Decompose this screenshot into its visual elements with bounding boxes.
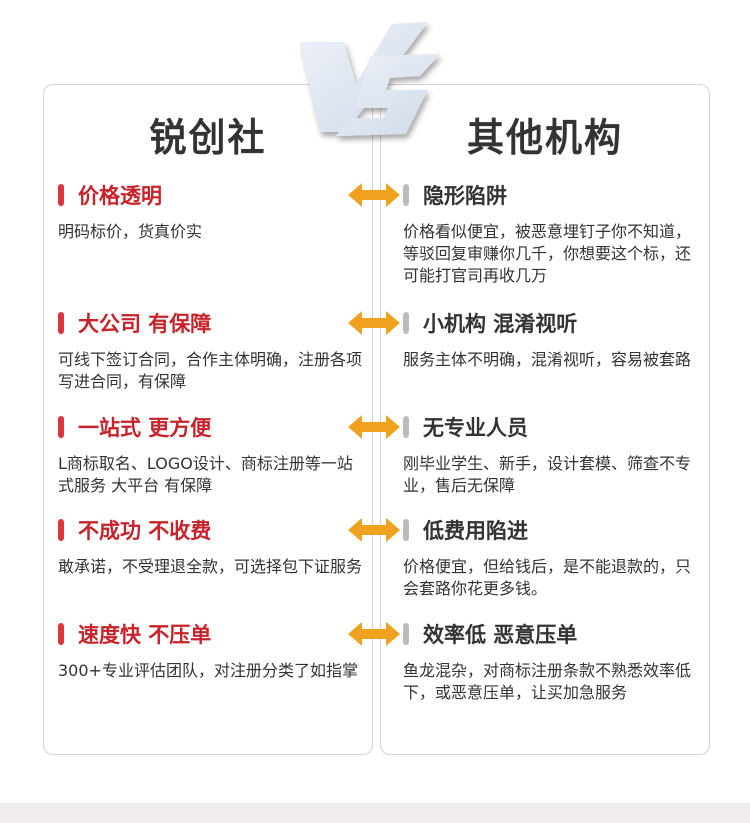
item-desc: 鱼龙混杂，对商标注册条款不熟悉效率低下，或恶意压单，让买加急服务 [403, 661, 692, 702]
panel-title: 锐创社 [149, 115, 267, 161]
advantage-item: 一站式 更方便 L商标取名、LOGO设计、商标注册等一站式服务 大平台 有保障 [58, 413, 362, 497]
item-desc: 敢承诺，不受理退全款，可选择包下证服务 [58, 557, 363, 576]
gray-marker-icon [403, 623, 409, 645]
item-desc: 刚毕业学生、新手，设计套模、筛查不专业，售后无保障 [403, 454, 692, 495]
red-marker-icon [58, 623, 64, 645]
advantage-item: 价格透明 明码标价，货真价实 [58, 181, 362, 243]
item-title: 速度快 不压单 [78, 623, 212, 647]
drawback-item: 小机构 混淆视听 服务主体不明确，混淆视听，容易被套路 [403, 309, 703, 371]
item-desc: 服务主体不明确，混淆视听，容易被套路 [403, 350, 692, 369]
gray-marker-icon [403, 312, 409, 334]
item-title: 无专业人员 [423, 416, 528, 440]
item-title: 小机构 混淆视听 [423, 312, 578, 336]
item-title: 效率低 恶意压单 [423, 623, 578, 647]
drawback-item: 低费用陷进 价格便宜，但给钱后，是不能退款的，只会套路你花更多钱。 [403, 516, 703, 600]
item-desc: 明码标价，货真价实 [58, 222, 203, 241]
footer-band [0, 803, 750, 823]
double-arrow-icon [348, 183, 400, 207]
drawback-item: 效率低 恶意压单 鱼龙混杂，对商标注册条款不熟悉效率低下，或恶意压单，让买加急服… [403, 620, 703, 704]
gray-marker-icon [403, 416, 409, 438]
panel-title: 其他机构 [467, 115, 623, 161]
gray-marker-icon [403, 519, 409, 541]
gray-marker-icon [403, 184, 409, 206]
advantage-item: 大公司 有保障 可线下签订合同，合作主体明确，注册各项写进合同，有保障 [58, 309, 362, 393]
vs-logo-icon [300, 22, 440, 136]
drawback-item: 隐形陷阱 价格看似便宜，被恶意埋钉子你不知道，等驳回复审赚你几千，你想要这个标，… [403, 181, 703, 287]
left-panel-ruichuangshe: 锐创社 价格透明 明码标价，货真价实 大公司 有保障 可线下签订合同，合作主体明… [43, 84, 373, 755]
item-desc: 价格便宜，但给钱后，是不能退款的，只会套路你花更多钱。 [403, 557, 692, 598]
drawback-item: 无专业人员 刚毕业学生、新手，设计套模、筛查不专业，售后无保障 [403, 413, 703, 497]
item-desc: L商标取名、LOGO设计、商标注册等一站式服务 大平台 有保障 [58, 454, 353, 495]
item-title: 大公司 有保障 [78, 312, 212, 336]
item-title: 一站式 更方便 [78, 416, 212, 440]
item-title: 不成功 不收费 [78, 519, 212, 543]
red-marker-icon [58, 312, 64, 334]
item-title: 低费用陷进 [423, 519, 528, 543]
red-marker-icon [58, 184, 64, 206]
item-desc: 300+专业评估团队，对注册分类了如指掌 [58, 661, 358, 680]
red-marker-icon [58, 519, 64, 541]
item-title: 隐形陷阱 [423, 184, 507, 208]
double-arrow-icon [348, 415, 400, 439]
item-desc: 价格看似便宜，被恶意埋钉子你不知道，等驳回复审赚你几千，你想要这个标，还可能打官… [403, 222, 692, 285]
advantage-item: 不成功 不收费 敢承诺，不受理退全款，可选择包下证服务 [58, 516, 362, 578]
advantage-item: 速度快 不压单 300+专业评估团队，对注册分类了如指掌 [58, 620, 362, 682]
red-marker-icon [58, 416, 64, 438]
item-title: 价格透明 [78, 184, 162, 208]
right-panel-other-agencies: 其他机构 隐形陷阱 价格看似便宜，被恶意埋钉子你不知道，等驳回复审赚你几千，你想… [380, 84, 710, 755]
double-arrow-icon [348, 622, 400, 646]
double-arrow-icon [348, 518, 400, 542]
double-arrow-icon [348, 311, 400, 335]
item-desc: 可线下签订合同，合作主体明确，注册各项写进合同，有保障 [58, 350, 363, 391]
